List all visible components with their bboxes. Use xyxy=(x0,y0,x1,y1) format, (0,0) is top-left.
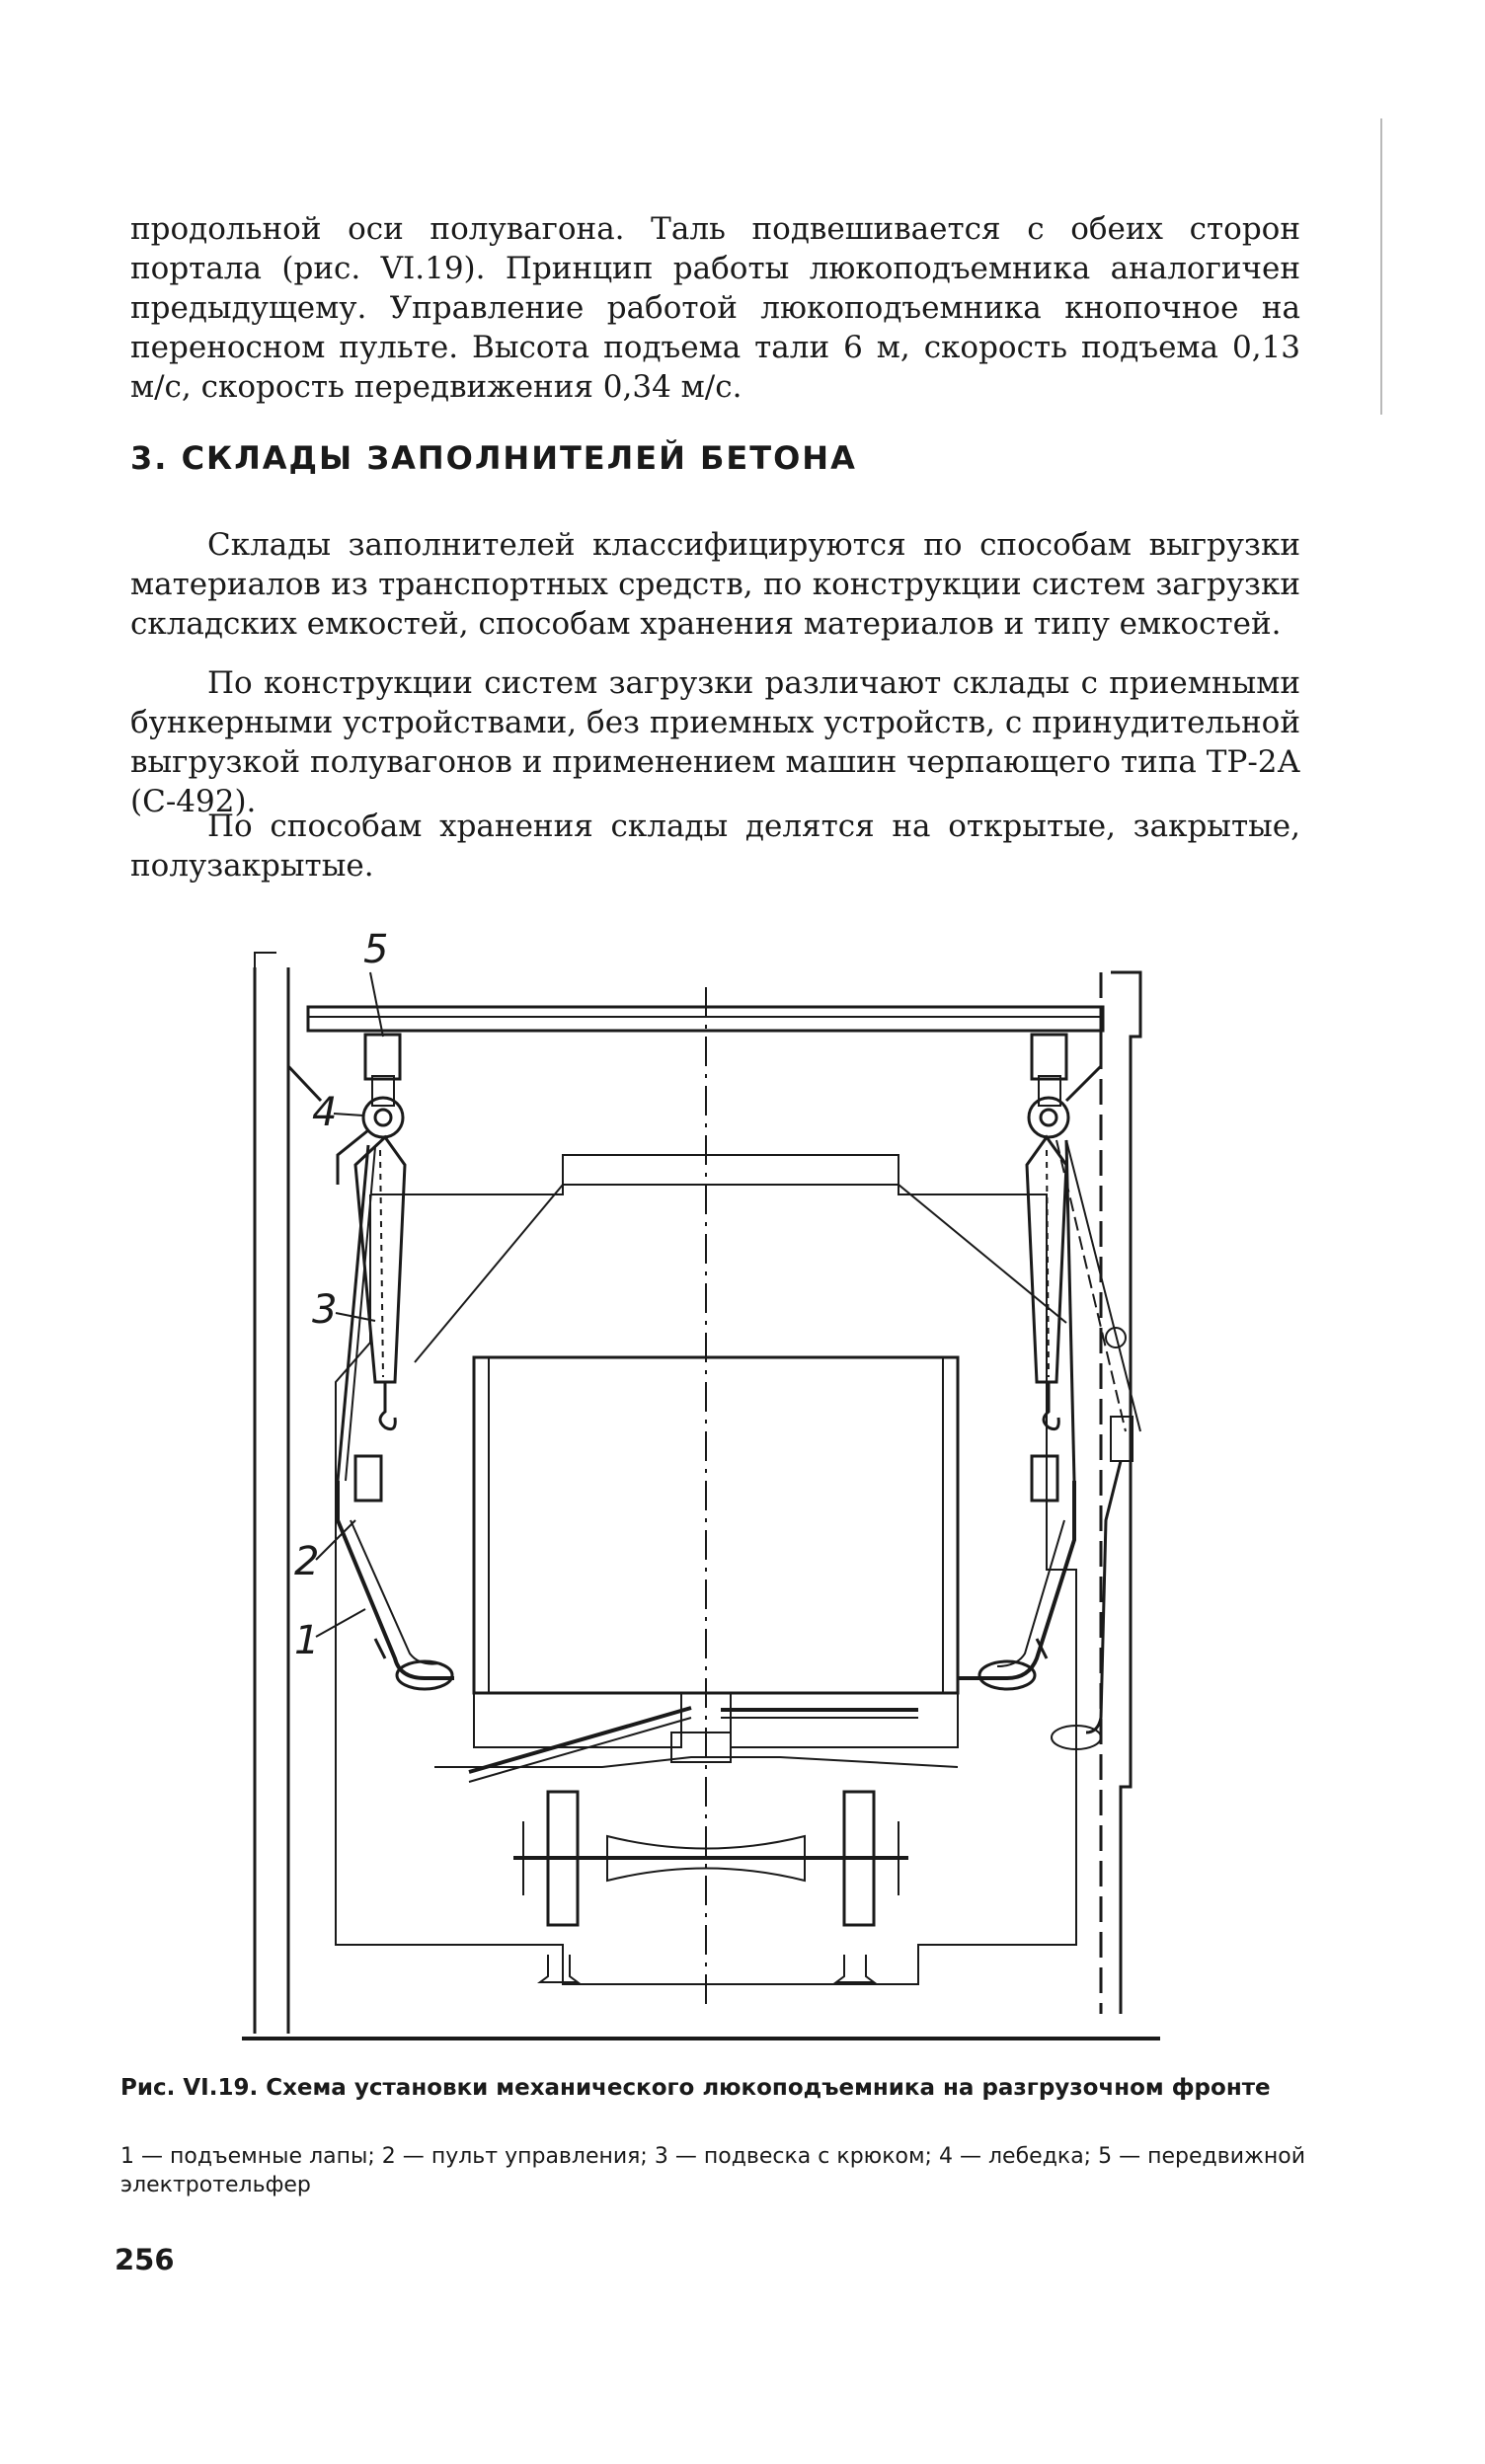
paragraph-2: По конструкции систем загрузки различают… xyxy=(130,665,1300,819)
label-4: 4 xyxy=(312,1090,337,1135)
paragraph-1: Склады заполнителей классифицируются по … xyxy=(130,527,1300,642)
rail-right xyxy=(833,1955,877,1983)
label-3: 3 xyxy=(312,1287,337,1333)
leader-4 xyxy=(333,1113,364,1116)
clearance-outline xyxy=(335,1154,1077,1985)
page-number: 256 xyxy=(115,2243,175,2276)
wagon-body xyxy=(472,1355,960,1695)
leader-5 xyxy=(369,971,384,1038)
clearance-outline-inner xyxy=(414,1184,1067,1363)
label-1: 1 xyxy=(294,1618,319,1663)
bogie-frame xyxy=(434,1756,959,1768)
open-hatch-left-edge xyxy=(468,1717,692,1783)
label-2: 2 xyxy=(294,1539,319,1584)
section-heading: 3. СКЛАДЫ ЗАПОЛНИТЕЛЕЙ БЕТОНА xyxy=(130,439,857,477)
figure-caption: Рис. VI.19. Схема установки механическог… xyxy=(120,2075,1271,2101)
right-column-outer xyxy=(1111,970,1142,2014)
leader-2 xyxy=(315,1519,356,1561)
open-hatch-left xyxy=(468,1706,692,1774)
bogie-pivot xyxy=(670,1732,732,1763)
intro-paragraph: продольной оси полувагона. Таль подвешив… xyxy=(130,211,1300,405)
left-column-cap xyxy=(254,952,276,967)
portal-frame-right xyxy=(1064,1031,1103,1103)
paragraph-3: По способам хранения склады делятся на о… xyxy=(130,808,1300,884)
rail-left xyxy=(537,1955,581,1983)
axle-hub xyxy=(606,1834,806,1883)
leader-1 xyxy=(315,1608,366,1638)
right-hoist xyxy=(958,1033,1141,1750)
wagon-bottom-right xyxy=(730,1693,959,1748)
scan-edge-line xyxy=(1380,118,1382,415)
hatch-lifter-diagram: 5 4 3 2 1 xyxy=(242,928,1160,2040)
figure-legend: 1 — подъемные лапы; 2 — пульт управления… xyxy=(120,2144,1305,2197)
leader-3 xyxy=(335,1312,376,1322)
left-hoist xyxy=(336,1033,454,1691)
portal-frame-left xyxy=(286,1031,323,1103)
label-5: 5 xyxy=(363,928,388,972)
